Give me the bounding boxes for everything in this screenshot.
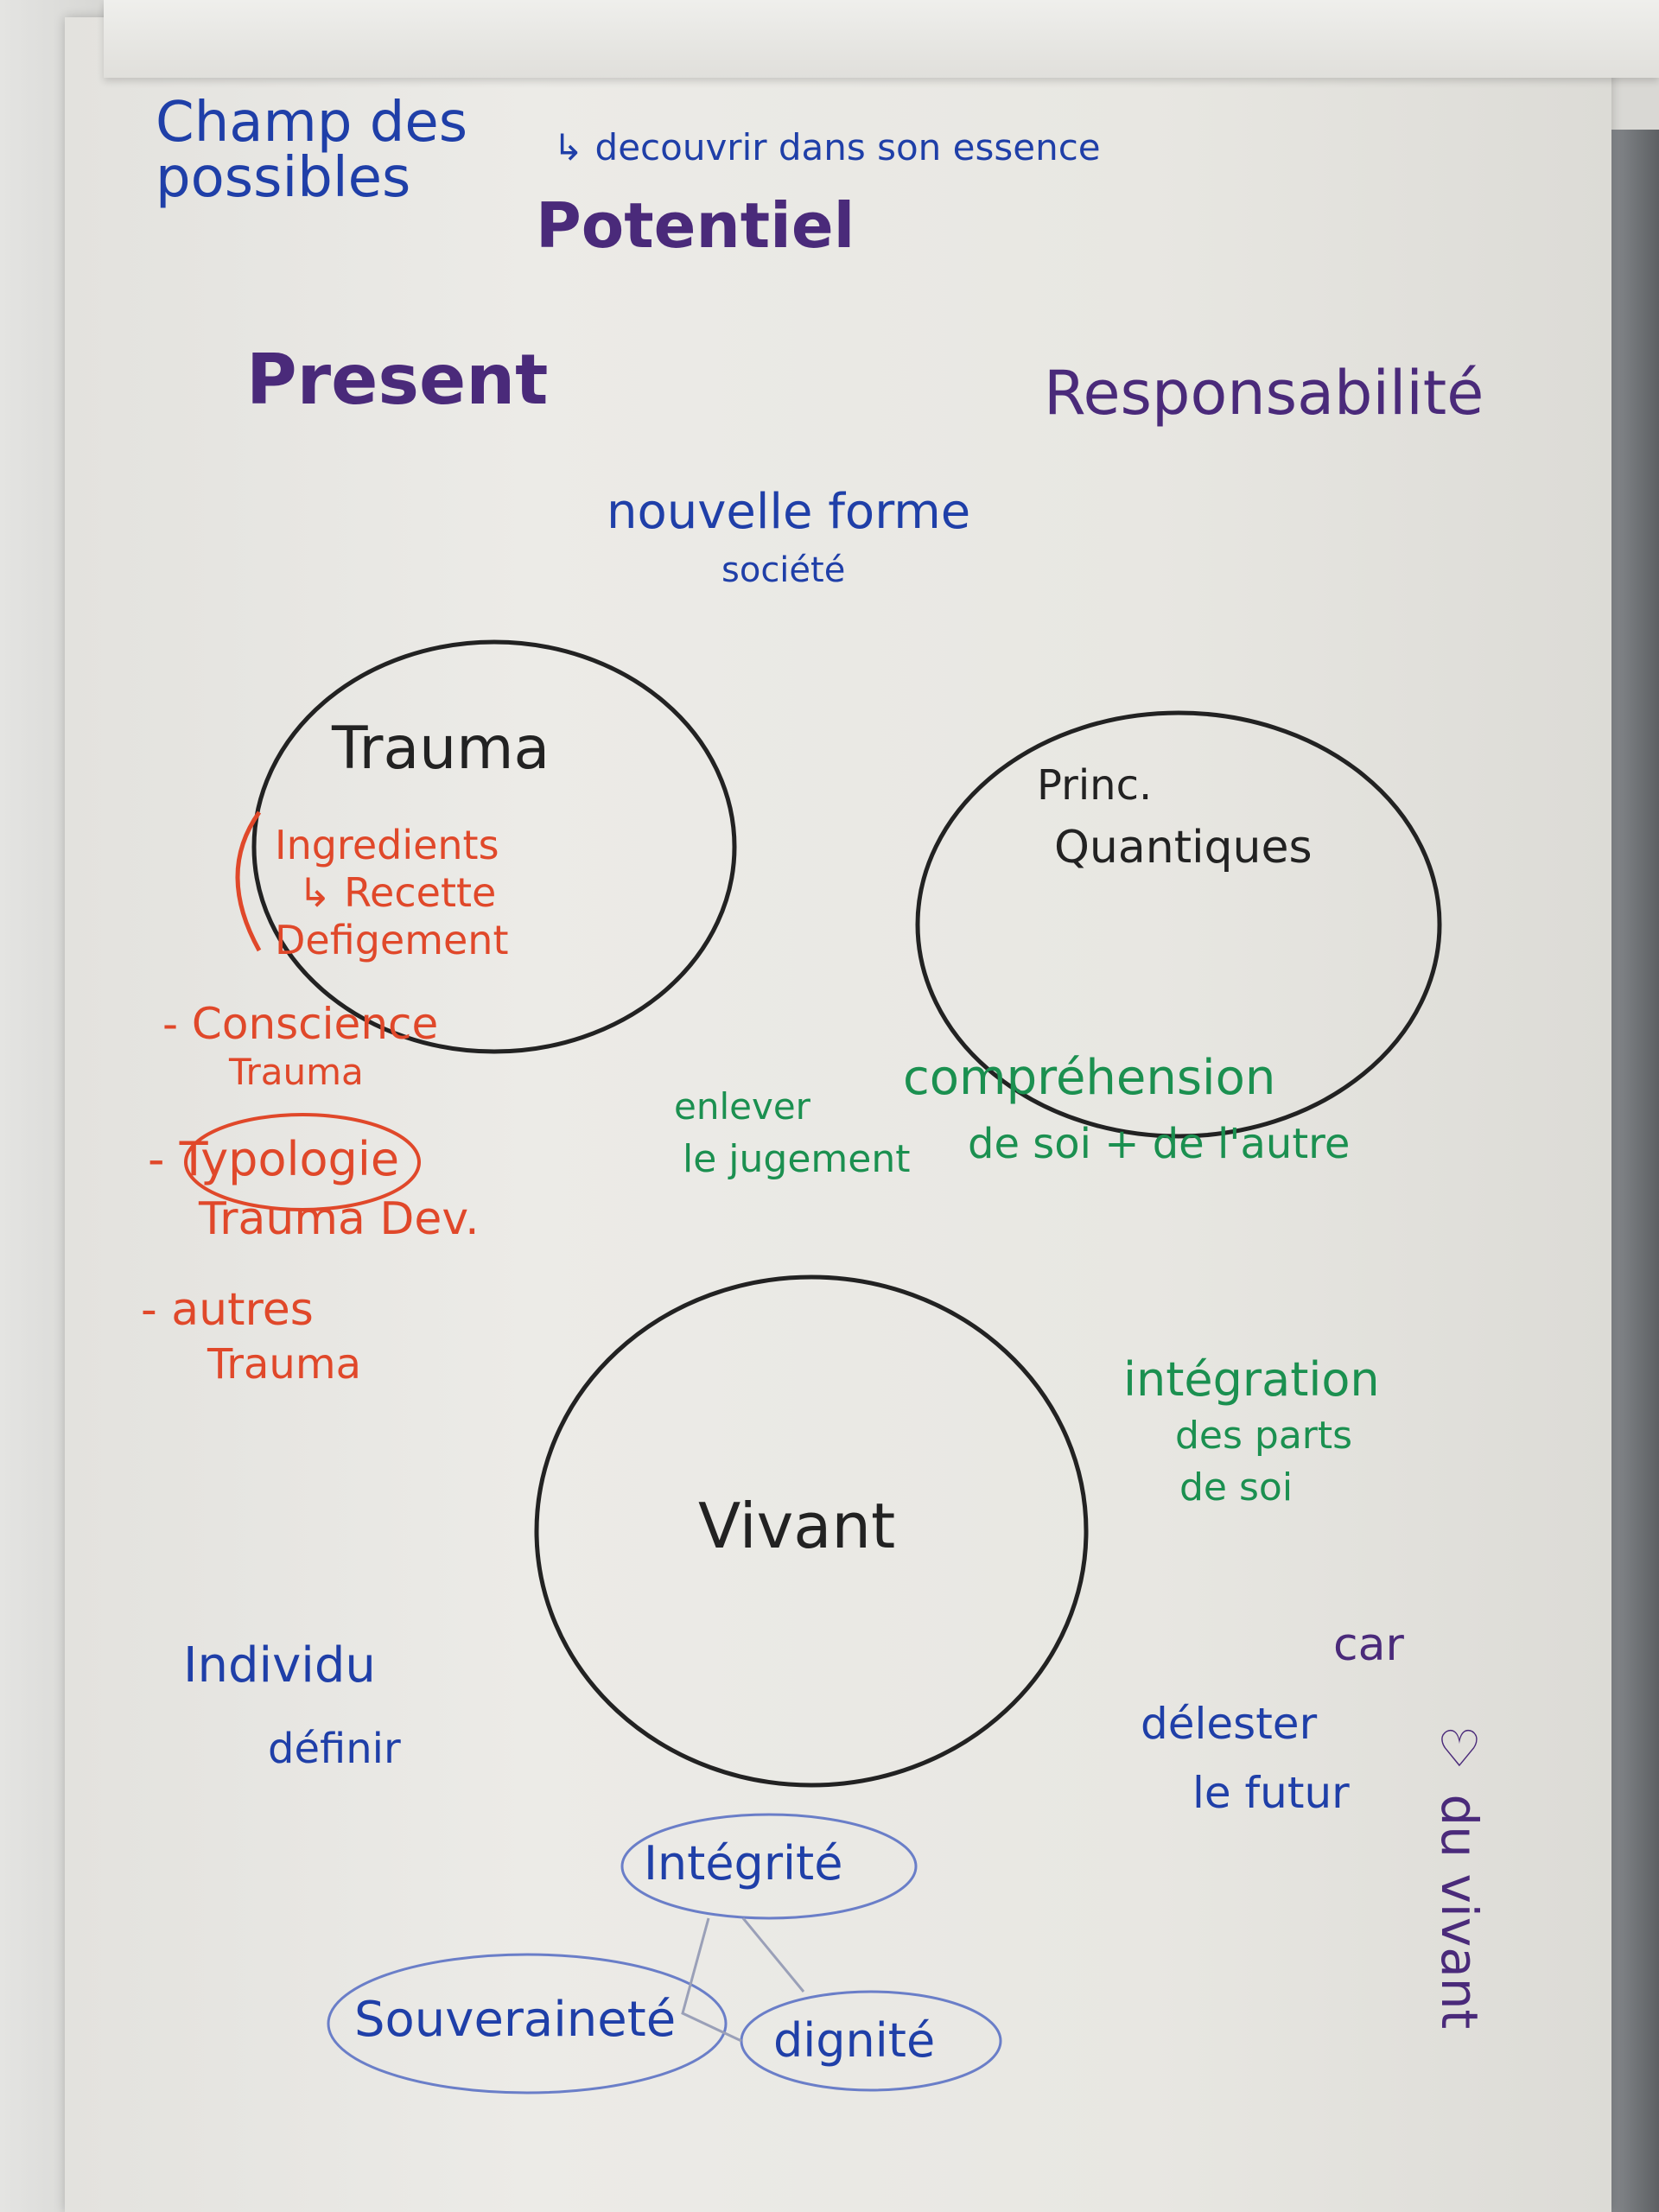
des-parts-text: des parts	[1175, 1414, 1353, 1458]
individu-text: Individu	[183, 1637, 376, 1694]
flipped-pages	[104, 0, 1659, 78]
triangle-links	[681, 1917, 805, 2043]
jugement-text: le jugement	[683, 1137, 911, 1181]
conscience-trauma-text: Trauma	[229, 1051, 364, 1093]
car-text: car	[1333, 1619, 1404, 1671]
typologie-circle	[184, 1113, 421, 1211]
potentiel-text: Potentiel	[536, 189, 855, 262]
delester-text: délester	[1141, 1699, 1318, 1749]
trauma-circle	[251, 639, 737, 1054]
souverainete-ellipse	[327, 1953, 728, 2094]
typologie-text: - Typologie	[148, 1132, 400, 1186]
trauma-bracket	[235, 810, 262, 952]
vivant-label: Vivant	[698, 1490, 896, 1562]
enlever-text: enlever	[674, 1085, 810, 1128]
comprehension-text: compréhension	[903, 1050, 1276, 1106]
integrite-ellipse	[620, 1813, 918, 1920]
responsabilite-text: Responsabilité	[1044, 358, 1484, 429]
decouvrir-text: ↳ decouvrir dans son essence	[553, 126, 1101, 168]
trauma-label: Trauma	[332, 715, 550, 783]
dignite-text: dignité	[773, 2013, 936, 2068]
princ-quantiques-circle	[915, 710, 1442, 1139]
de-soi-autre-text: de soi + de l'autre	[968, 1120, 1351, 1168]
nouvelle-forme-text: nouvelle forme	[607, 484, 971, 540]
de-soi-text: de soi	[1179, 1465, 1294, 1510]
integration-text: intégration	[1123, 1352, 1380, 1407]
vivant-circle	[534, 1274, 1089, 1788]
integrite-text: Intégrité	[644, 1836, 843, 1891]
champ-text: Champ des possibles	[156, 91, 468, 210]
defigement-text: Defigement	[275, 917, 509, 963]
typologie-trauma-text: Trauma Dev.	[199, 1193, 480, 1245]
quantiques-label: Quantiques	[1054, 822, 1313, 874]
present-text: Present	[246, 340, 549, 420]
definir-text: définir	[268, 1725, 401, 1773]
princ-label: Princ.	[1037, 761, 1153, 810]
ingredients-text: Ingredients	[275, 822, 499, 868]
futur-text: le futur	[1192, 1768, 1350, 1818]
souverainete-text: Souveraineté	[354, 1992, 677, 2048]
recette-text: ↳ Recette	[298, 869, 497, 916]
conscience-text: - Conscience	[162, 999, 439, 1049]
du-vivant-text: ♡ du vivant	[1430, 1719, 1489, 2030]
autres-text: - autres	[141, 1284, 314, 1336]
societe-text: société	[721, 550, 846, 590]
autres-trauma-text: Trauma	[207, 1340, 362, 1389]
